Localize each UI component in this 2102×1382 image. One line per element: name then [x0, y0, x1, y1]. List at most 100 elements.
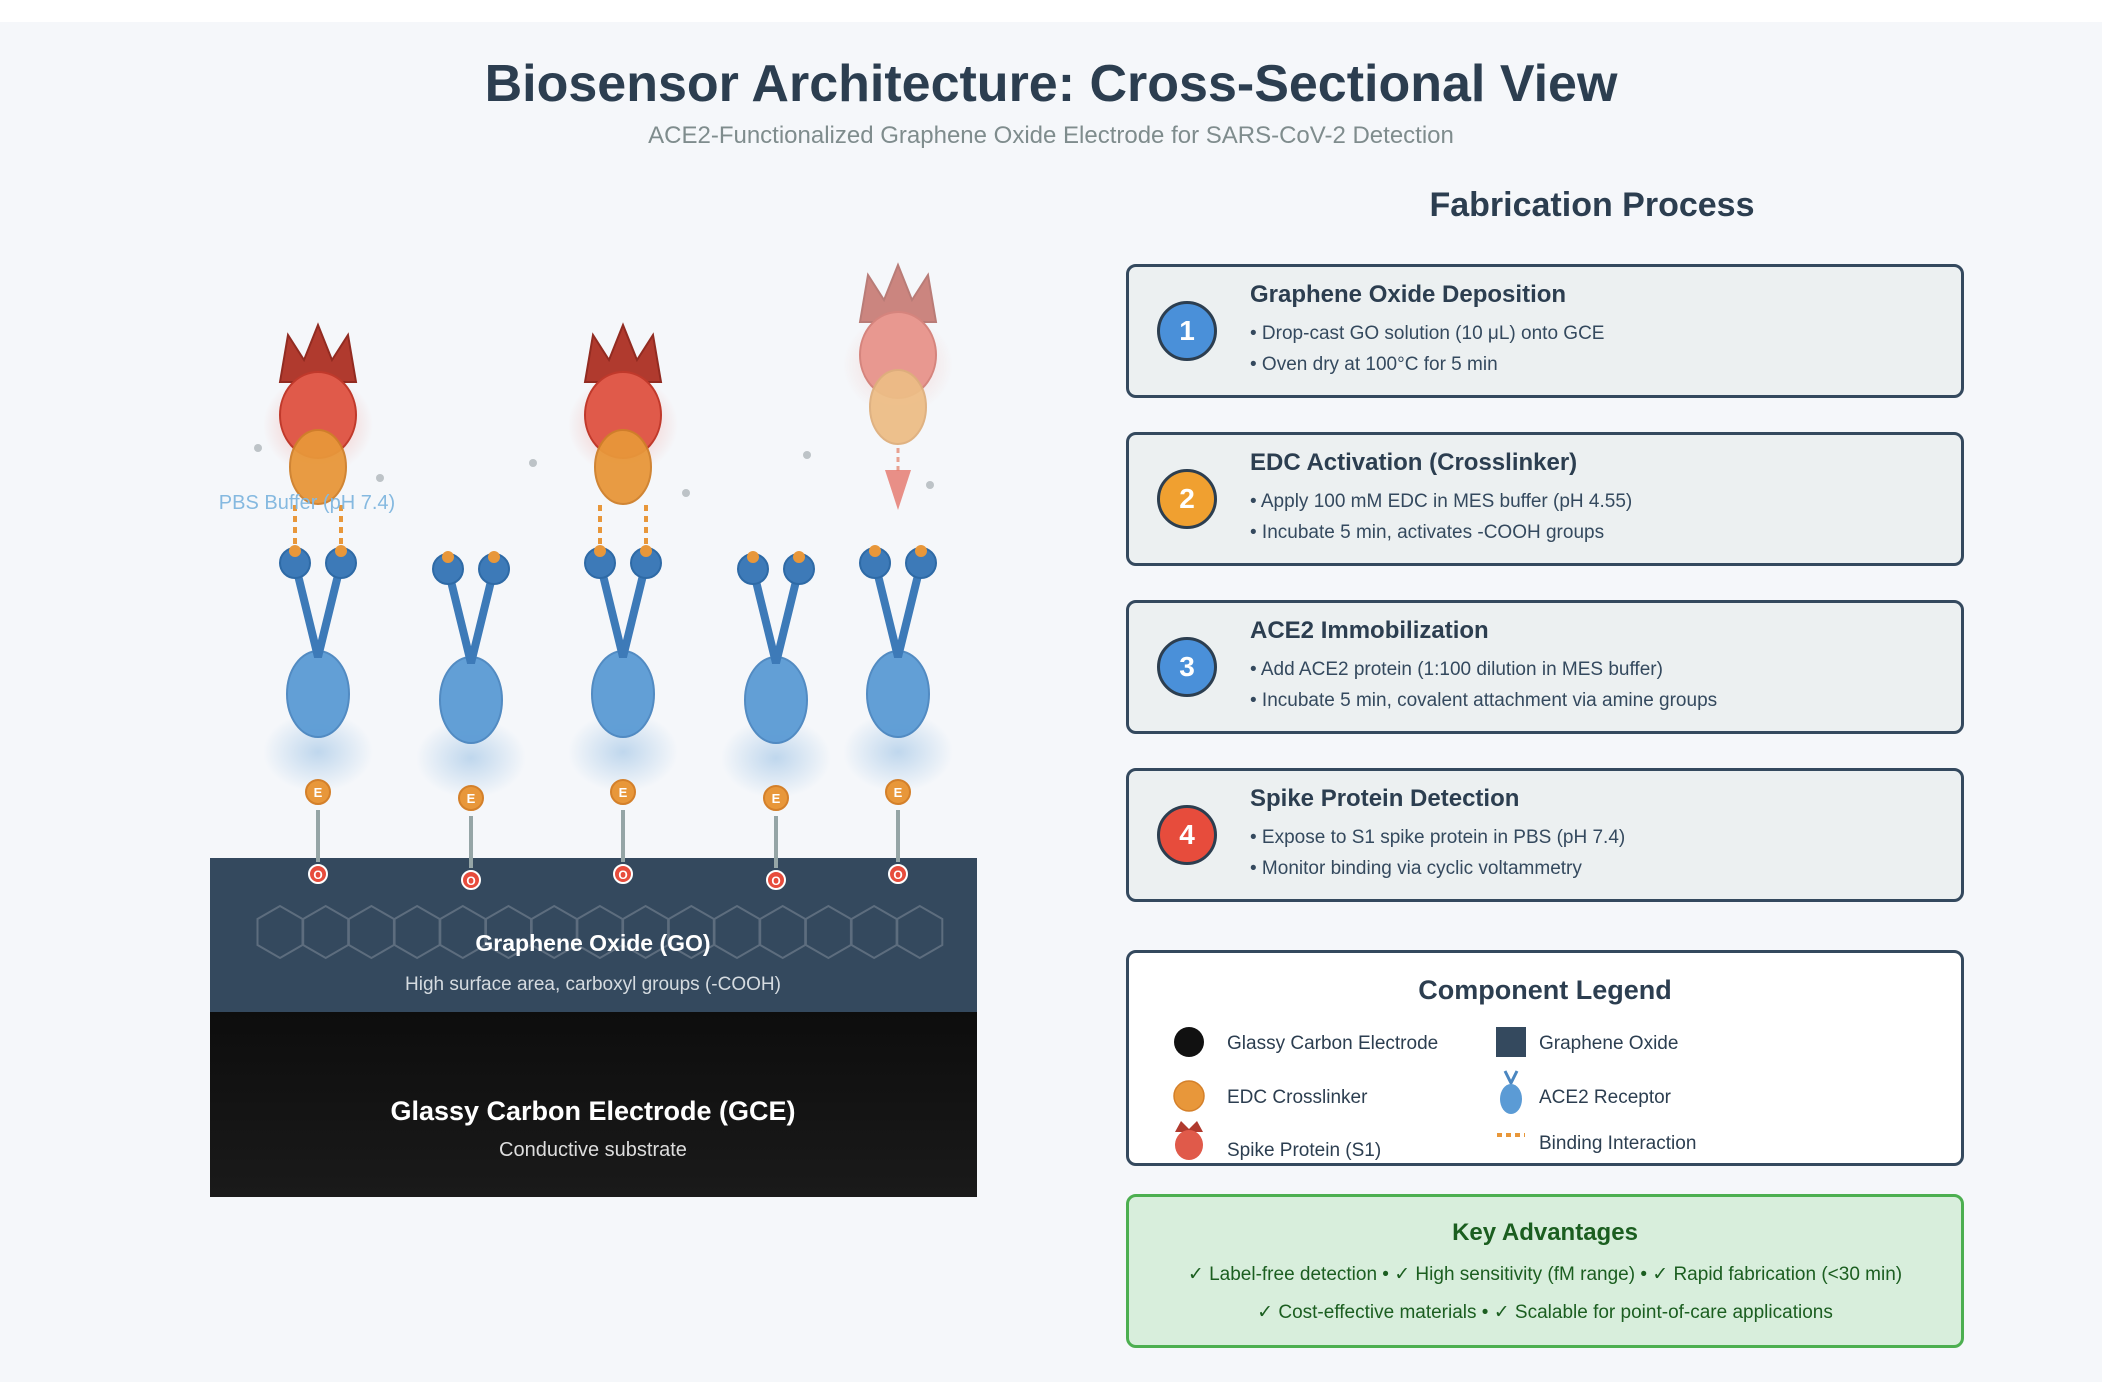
receptor-body	[439, 656, 503, 744]
edc-crosslinker	[885, 779, 911, 805]
go-layer-title: Graphene Oxide (GO)	[475, 930, 710, 956]
step-number-badge: 2	[1157, 469, 1217, 529]
oxygen-site	[888, 864, 908, 884]
legend-item-binding: Binding Interaction	[1539, 1133, 1697, 1154]
edc-crosslinker	[610, 779, 636, 805]
gce-layer-subtitle: Conductive substrate	[499, 1139, 687, 1161]
step-detail-line: • Oven dry at 100°C for 5 min	[1250, 354, 1498, 375]
page-subtitle: ACE2-Functionalized Graphene Oxide Elect…	[648, 122, 1454, 149]
graphene-hex-lattice	[256, 904, 944, 960]
dark-square-icon	[1496, 1027, 1526, 1057]
spike-rbd	[869, 369, 927, 445]
buffer-particles	[254, 444, 934, 497]
binding-tip	[640, 545, 652, 557]
legend-item-spike: Spike Protein (S1)	[1227, 1140, 1382, 1161]
oxygen-site	[613, 864, 633, 884]
step-detail-line: • Expose to S1 spike protein in PBS (pH …	[1250, 827, 1626, 848]
bound-spike-protein	[568, 322, 678, 505]
step-title: Graphene Oxide Deposition	[1250, 281, 1567, 308]
edc-crosslinker	[458, 785, 484, 811]
approaching-spike-protein	[843, 262, 953, 445]
ace2-receptor-1: OE	[263, 545, 373, 884]
edc-crosslinker	[763, 785, 789, 811]
bound-spike-protein	[263, 322, 373, 505]
spike-protein-icon	[1175, 1121, 1203, 1160]
receptor-arms	[871, 559, 925, 658]
oxygen-label: O	[466, 874, 475, 888]
ace2-receptor-5: OE	[843, 545, 953, 884]
gce-layer-title: Glassy Carbon Electrode (GCE)	[390, 1096, 795, 1126]
receptor-arms	[596, 559, 650, 658]
ace2-receptor-2: OE	[416, 551, 526, 890]
spike-rbd	[289, 429, 347, 505]
oxygen-label: O	[618, 868, 627, 882]
advantages-line-2: ✓ Cost-effective materials • ✓ Scalable …	[1257, 1302, 1833, 1323]
step-title: Spike Protein Detection	[1250, 785, 1520, 812]
step-detail-line: • Incubate 5 min, activates -COOH groups	[1250, 522, 1605, 543]
step-number-badge: 4	[1157, 805, 1217, 865]
legend-item-go: Graphene Oxide	[1539, 1033, 1679, 1054]
step-detail-line: • Incubate 5 min, covalent attachment vi…	[1250, 690, 1718, 711]
step-number-badge: 3	[1157, 637, 1217, 697]
legend-item-ace2: ACE2 Receptor	[1539, 1087, 1672, 1108]
legend-item-edc: EDC Crosslinker	[1227, 1087, 1368, 1108]
key-advantages-box: Key Advantages ✓ Label-free detection • …	[1126, 1194, 1964, 1348]
binding-tip	[594, 545, 606, 557]
receptor-glow	[263, 712, 373, 792]
go-layer-subtitle: High surface area, carboxyl groups (-COO…	[405, 974, 781, 995]
gce-layer	[210, 1012, 977, 1197]
binding-tip	[488, 551, 500, 563]
ace2-receptor-icon	[1500, 1070, 1522, 1114]
receptor-body	[591, 650, 655, 738]
oxygen-site	[461, 870, 481, 890]
page-title: Biosensor Architecture: Cross-Sectional …	[484, 55, 1618, 113]
binding-tip	[793, 551, 805, 563]
step-number-badge: 1	[1157, 301, 1217, 361]
edc-label: E	[314, 785, 323, 800]
receptor-glow	[721, 718, 831, 798]
step-detail-line: • Drop-cast GO solution (10 μL) onto GCE	[1250, 323, 1605, 344]
edc-label: E	[772, 791, 781, 806]
oxygen-label: O	[313, 868, 322, 882]
ace2-receptor-4: OE	[721, 551, 831, 890]
receptor-body	[286, 650, 350, 738]
receptor-glow	[843, 712, 953, 792]
approach-arrow	[885, 470, 911, 510]
fabrication-title: Fabrication Process	[1429, 186, 1755, 224]
receptor-body	[744, 656, 808, 744]
spike-crown	[858, 262, 938, 323]
spike-crown	[583, 322, 663, 383]
fabrication-step-1: 1 Graphene Oxide Deposition • Drop-cast GO…	[1126, 264, 1964, 398]
go-layer	[210, 858, 977, 1012]
receptor-arms	[749, 565, 803, 664]
edc-label: E	[619, 785, 628, 800]
oxygen-site	[308, 864, 328, 884]
edc-crosslinker	[305, 779, 331, 805]
binding-tip	[747, 551, 759, 563]
buffer-label: PBS Buffer (pH 7.4)	[219, 492, 395, 514]
oxygen-site	[766, 870, 786, 890]
black-circle-icon	[1174, 1027, 1204, 1057]
orange-circle-icon	[1173, 1080, 1205, 1112]
advantages-title: Key Advantages	[1452, 1219, 1638, 1246]
receptor-arms	[291, 559, 345, 658]
binding-tip	[442, 551, 454, 563]
edc-label: E	[894, 785, 903, 800]
receptor-glow	[416, 718, 526, 798]
spike-crown	[278, 322, 358, 383]
ace2-receptor-3: OE	[568, 545, 678, 884]
fabrication-step-4: 4 Spike Protein Detection • Expose to S1 s…	[1126, 768, 1964, 902]
component-legend: Component Legend Glassy Carbon Electrode…	[1126, 950, 1964, 1166]
binding-tip	[869, 545, 881, 557]
legend-title: Component Legend	[1418, 975, 1672, 1005]
step-detail-line: • Add ACE2 protein (1:100 dilution in ME…	[1250, 659, 1663, 680]
binding-tip	[335, 545, 347, 557]
binding-tip	[915, 545, 927, 557]
receptor-glow	[568, 712, 678, 792]
oxygen-label: O	[893, 868, 902, 882]
binding-tip	[289, 545, 301, 557]
step-detail-line: • Apply 100 mM EDC in MES buffer (pH 4.5…	[1250, 491, 1633, 512]
